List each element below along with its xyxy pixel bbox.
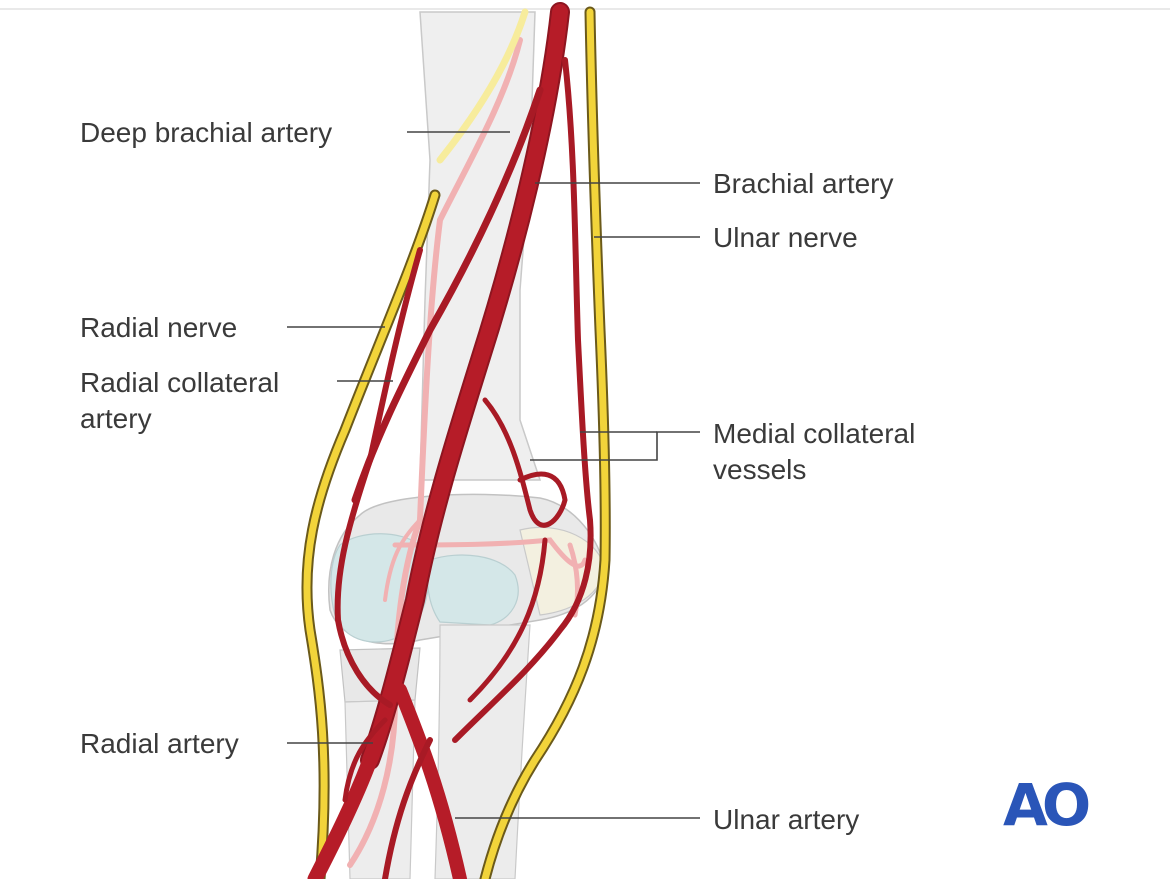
label-deep-brachial-artery: Deep brachial artery bbox=[80, 115, 332, 151]
label-radial-artery: Radial artery bbox=[80, 726, 239, 762]
label-ulnar-nerve: Ulnar nerve bbox=[713, 220, 858, 256]
label-radial-collateral-artery: Radial collateral artery bbox=[80, 365, 350, 437]
label-medial-collateral-vessels: Medial collateral vessels bbox=[713, 416, 983, 488]
label-brachial-artery: Brachial artery bbox=[713, 166, 894, 202]
trochlea-cartilage bbox=[428, 555, 518, 625]
label-radial-nerve: Radial nerve bbox=[80, 310, 237, 346]
label-ulnar-artery: Ulnar artery bbox=[713, 802, 859, 838]
leader-medial-collateral bbox=[530, 432, 700, 460]
ao-logo: AO bbox=[1003, 773, 1085, 837]
